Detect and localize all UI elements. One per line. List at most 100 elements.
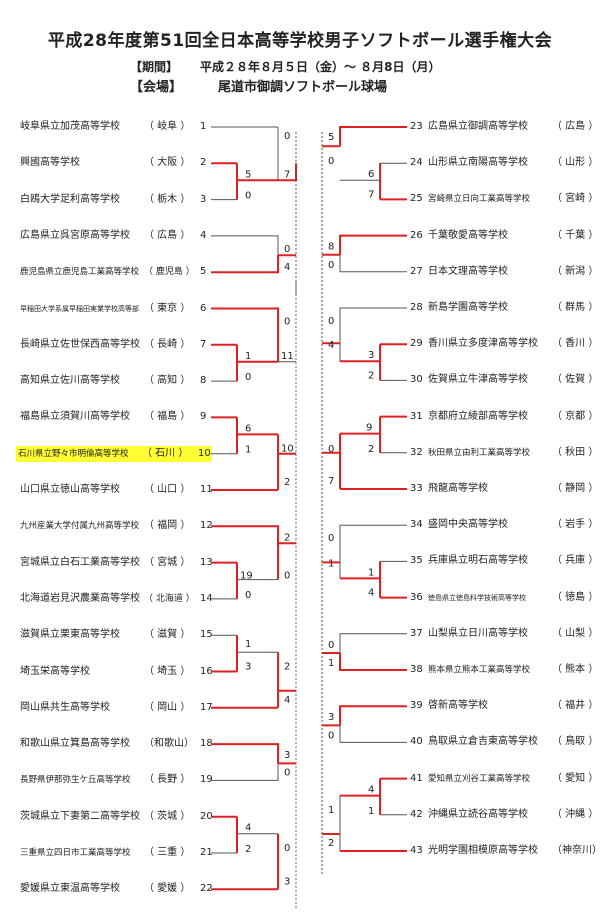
- period-value: 平成２８年８月５日（金）～ ８月8日（月）: [200, 60, 441, 74]
- team-number: 17: [200, 701, 213, 713]
- team-prefecture: （ 広島 ）: [144, 229, 191, 241]
- team-number: 27: [410, 265, 423, 277]
- team-prefecture: （ 愛媛 ）: [144, 883, 191, 895]
- bracket-line: [339, 725, 407, 743]
- team-prefecture: （ 福井 ）: [552, 700, 599, 712]
- team-number: 37: [410, 627, 423, 639]
- team-name: 長野県伊那弥生ケ丘高等学校: [20, 775, 131, 786]
- team-prefecture: （ 香川 ）: [552, 338, 599, 350]
- team-prefecture: （ 山口 ）: [144, 484, 191, 495]
- team-name: 千葉敬愛高等学校: [428, 229, 508, 241]
- team-name: 九州産業大学付属九州高等学校: [20, 521, 140, 532]
- team-prefecture: （ 北海道 ）: [144, 593, 195, 604]
- team-prefecture: （ 兵庫 ）: [552, 555, 599, 567]
- team-number: 20: [200, 810, 213, 822]
- team-name: 早稲田大学系属早稲田実業学校高等部: [20, 304, 139, 313]
- team-row-left: 長崎県立佐世保西高等学校（ 長崎 ）7: [18, 337, 213, 353]
- team-row-right: 35 兵庫県立明石高等学校 （ 兵庫 ）: [410, 553, 598, 569]
- team-number: 13: [200, 556, 213, 568]
- team-number: 43: [410, 845, 423, 856]
- team-prefecture: （ 石川 ）: [142, 447, 189, 459]
- team-number: 26: [410, 229, 423, 241]
- period-label: 【期間】: [130, 60, 179, 74]
- team-prefecture: （ 山形 ）: [552, 157, 599, 169]
- team-number: 2: [200, 157, 207, 169]
- game-score: 0: [245, 590, 251, 601]
- team-number: 15: [200, 629, 213, 641]
- game-score: 3: [328, 712, 334, 723]
- team-name: 香川県立多度津高等学校: [428, 338, 538, 350]
- venue-value: 尾道市御調ソフトボール球場: [218, 80, 388, 95]
- team-number: 35: [410, 555, 423, 567]
- team-row-left: 岡山県共生高等学校（ 岡山 ）17: [18, 700, 213, 716]
- team-prefecture: （ 静岡 ）: [552, 483, 599, 494]
- game-score: 1: [368, 567, 374, 578]
- team-name: 兵庫県立明石高等学校: [428, 555, 528, 567]
- team-name: 茨城県立下妻第二高等学校: [20, 810, 140, 822]
- game-score: 3: [284, 876, 290, 887]
- game-score: 3: [245, 662, 251, 673]
- team-prefecture: （ 栃木 ）: [144, 193, 191, 205]
- team-number: 1: [200, 121, 207, 132]
- winner-line: [339, 126, 407, 147]
- team-prefecture: （ 新潟 ）: [552, 265, 599, 277]
- team-prefecture: （ 広島 ）: [552, 121, 599, 132]
- team-prefecture: （ 岐阜 ）: [144, 121, 191, 132]
- team-number: 3: [200, 193, 207, 205]
- team-row-right: 43 光明学園相模原高等学校 （神奈川）: [410, 843, 600, 859]
- game-score: 0: [328, 260, 334, 271]
- team-name: 三重県立四日市工業高等学校: [20, 848, 131, 858]
- team-number: 41: [410, 772, 423, 784]
- team-name: 鹿児島県立鹿児島工業高等学校: [20, 267, 140, 278]
- game-score: 0: [328, 730, 334, 741]
- winner-line: [211, 255, 279, 274]
- team-prefecture: （ 徳島 ）: [552, 591, 599, 603]
- game-score: 10: [281, 444, 294, 455]
- team-row-left: 福島県立須賀川高等学校（ 福島 ）9: [18, 409, 213, 425]
- team-prefecture: （ 福島 ）: [144, 411, 191, 423]
- game-score: 1: [245, 445, 251, 456]
- team-prefecture: （ 山梨 ）: [552, 627, 599, 639]
- game-score: 0: [245, 191, 251, 202]
- team-name: 興國高等学校: [20, 157, 80, 169]
- team-name: 山梨県立日川高等学校: [428, 627, 528, 639]
- team-number: 16: [200, 665, 213, 677]
- team-row-left: 和歌山県立箕島高等学校（和歌山）18: [18, 736, 213, 752]
- game-score: 2: [284, 477, 290, 488]
- team-prefecture: （神奈川）: [552, 845, 600, 856]
- team-name: 光明学園相模原高等学校: [428, 845, 538, 856]
- team-row-left: 鹿児島県立鹿児島工業高等学校（ 鹿児島 ）5: [18, 264, 213, 280]
- team-prefecture: （ 宮城 ）: [144, 556, 191, 568]
- team-name: 北海道岩見沢農業高等学校: [20, 592, 140, 604]
- bracket-line: [211, 235, 279, 256]
- team-number: 23: [410, 121, 423, 132]
- team-number: 5: [200, 266, 207, 278]
- team-row-left: 早稲田大学系属早稲田実業学校高等部（ 東京 ）6: [18, 301, 213, 317]
- team-name: 盛岡中央高等学校: [428, 519, 508, 531]
- game-score: 2: [368, 370, 374, 381]
- winner-line: [339, 653, 407, 671]
- team-row-left: 高知県立佐川高等学校（ 高知 ）8: [18, 373, 213, 389]
- team-number: 6: [200, 302, 207, 314]
- game-score: 0: [328, 444, 334, 455]
- game-score: 4: [245, 823, 251, 834]
- team-prefecture: （ 秋田 ）: [552, 446, 599, 458]
- team-name: 広島県立呉宮原高等学校: [20, 229, 130, 241]
- team-prefecture: （ 大阪 ）: [144, 157, 191, 169]
- team-name: 岐阜県立加茂高等学校: [20, 121, 120, 132]
- game-score: 0: [284, 317, 290, 328]
- game-score: 5: [328, 132, 334, 143]
- team-number: 34: [410, 519, 423, 531]
- team-row-left: 愛媛県立東温高等学校（ 愛媛 ）22: [18, 881, 213, 897]
- game-score: 1: [368, 806, 374, 817]
- team-name: 宮城県立白石工業高等学校: [20, 556, 140, 568]
- game-score: 11: [281, 351, 294, 362]
- team-prefecture: （ 茨城 ）: [144, 810, 191, 822]
